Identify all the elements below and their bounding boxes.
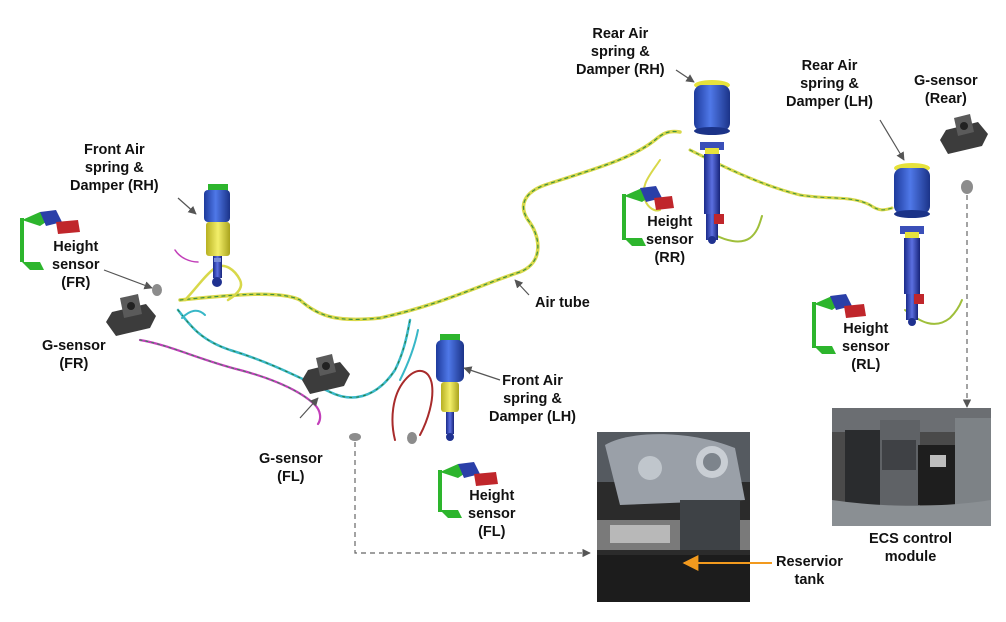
front-lh-strut bbox=[436, 334, 464, 441]
connector-dot-fl-right bbox=[407, 432, 417, 444]
label-ecs-line1: ECS control bbox=[869, 531, 952, 547]
label-air-tube-text: Air tube bbox=[535, 295, 590, 311]
height-sensor-rr bbox=[622, 186, 674, 246]
label-air-tube: Air tube bbox=[535, 294, 590, 312]
air-tube-network bbox=[138, 129, 963, 441]
label-rear-rh-line2: spring & bbox=[590, 44, 650, 60]
g-sensor-fl bbox=[302, 354, 350, 394]
label-front-rh-line1: Front Air bbox=[83, 142, 145, 158]
label-height-rl-line3: (RL) bbox=[851, 357, 881, 373]
label-height-fl-line3: (FL) bbox=[478, 524, 506, 540]
label-rear-lh-line1: Rear Air bbox=[801, 58, 858, 74]
label-gsensor-rear-line2: (Rear) bbox=[924, 91, 967, 107]
label-height-fl-line2: sensor bbox=[468, 506, 516, 522]
ecs-module-photo bbox=[832, 408, 991, 526]
label-front-rh-line3: Damper (RH) bbox=[70, 178, 159, 194]
label-rear-lh: Rear Air spring & Damper (LH) bbox=[786, 57, 873, 111]
label-reservoir-line2: tank bbox=[794, 572, 825, 588]
label-height-rl-line1: Height bbox=[843, 321, 889, 337]
label-gsensor-rear: G-sensor (Rear) bbox=[914, 72, 978, 108]
label-height-fr-line2: sensor bbox=[52, 257, 100, 273]
label-height-fr-line3: (FR) bbox=[61, 275, 91, 291]
label-gsensor-fr-line1: G-sensor bbox=[42, 338, 106, 354]
label-height-rr: Height sensor (RR) bbox=[646, 213, 694, 267]
label-rear-rh-line1: Rear Air bbox=[592, 26, 649, 42]
label-height-rr-line1: Height bbox=[647, 214, 693, 230]
connector-dot-fr bbox=[152, 284, 162, 296]
dashed-route-fl bbox=[354, 442, 591, 558]
label-height-rr-line3: (RR) bbox=[654, 250, 686, 266]
label-gsensor-fl-line1: G-sensor bbox=[259, 451, 323, 467]
label-gsensor-fl-line2: (FL) bbox=[277, 469, 305, 485]
label-height-fr: Height sensor (FR) bbox=[52, 238, 100, 292]
reservoir-tank-photo bbox=[597, 432, 750, 602]
label-front-lh-line3: Damper (LH) bbox=[489, 409, 577, 425]
label-gsensor-fl: G-sensor (FL) bbox=[259, 450, 323, 486]
height-sensor-rl bbox=[812, 294, 866, 354]
front-rh-strut bbox=[204, 184, 230, 287]
label-height-rl: Height sensor (RL) bbox=[842, 320, 890, 374]
label-front-rh: Front Air spring & Damper (RH) bbox=[70, 141, 159, 195]
label-height-rr-line2: sensor bbox=[646, 232, 694, 248]
label-ecs-line2: module bbox=[884, 549, 937, 565]
label-front-rh-line2: spring & bbox=[84, 160, 144, 176]
label-reservoir-line1: Reservior bbox=[776, 554, 843, 570]
label-rear-rh: Rear Air spring & Damper (RH) bbox=[576, 25, 665, 79]
rear-rh-strut bbox=[694, 80, 730, 244]
label-height-fl: Height sensor (FL) bbox=[468, 487, 516, 541]
label-front-lh: Front Air spring & Damper (LH) bbox=[489, 372, 576, 426]
label-front-lh-line2: spring & bbox=[503, 391, 562, 407]
label-height-fl-line1: Height bbox=[469, 488, 515, 504]
g-sensor-rear bbox=[940, 114, 988, 154]
leader-lines bbox=[103, 69, 905, 419]
label-gsensor-fr: G-sensor (FR) bbox=[42, 337, 106, 373]
rear-lh-strut bbox=[894, 163, 930, 326]
label-reservoir: Reservior tank bbox=[776, 553, 843, 589]
label-rear-lh-line3: Damper (LH) bbox=[786, 94, 874, 110]
connector-dot-fl-left bbox=[349, 433, 361, 441]
label-height-fr-line1: Height bbox=[53, 239, 99, 255]
connector-dot-rear bbox=[961, 180, 973, 194]
label-rear-lh-line2: spring & bbox=[800, 76, 859, 92]
height-sensor-fl bbox=[438, 462, 498, 518]
label-gsensor-fr-line2: (FR) bbox=[59, 356, 89, 372]
label-front-lh-line1: Front Air bbox=[502, 373, 563, 389]
g-sensor-fr bbox=[106, 294, 156, 336]
label-gsensor-rear-line1: G-sensor bbox=[914, 73, 978, 89]
label-rear-rh-line3: Damper (RH) bbox=[576, 62, 665, 78]
height-sensor-fr bbox=[20, 210, 80, 270]
label-ecs: ECS control module bbox=[869, 530, 952, 566]
label-height-rl-line2: sensor bbox=[842, 339, 890, 355]
